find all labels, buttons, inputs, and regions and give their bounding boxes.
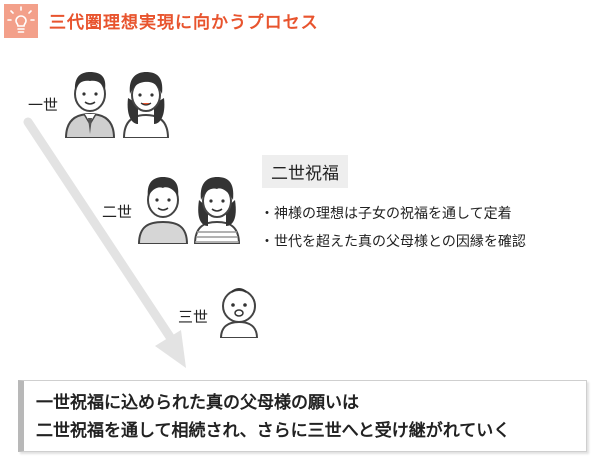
second-generation-daughter-icon bbox=[193, 177, 241, 244]
third-generation-label: 三世 bbox=[178, 308, 209, 326]
blessing-points-list: ・神様の理想は子女の祝福を通して定着 ・世代を超えた真の父母様との因縁を確認 bbox=[260, 200, 526, 256]
summary-line-2: 二世祝福を通して相続され、さらに三世へと受け継がれていく bbox=[36, 421, 511, 441]
page-title: 三代圏理想実現に向かうプロセス bbox=[49, 13, 319, 33]
summary-box: 一世祝福に込められた真の父母様の願いは 二世祝福を通して相続され、さらに三世へと… bbox=[18, 380, 587, 452]
second-generation-blessing-tag: 二世祝福 bbox=[262, 155, 348, 188]
second-generation-label: 二世 bbox=[102, 203, 133, 221]
first-generation-mother-icon bbox=[122, 72, 170, 138]
third-generation-baby-icon bbox=[219, 288, 259, 338]
second-generation-son-icon bbox=[137, 177, 189, 244]
first-generation-father-icon bbox=[64, 72, 116, 138]
first-generation-label: 一世 bbox=[28, 96, 59, 114]
list-item: ・神様の理想は子女の祝福を通して定着 bbox=[260, 206, 512, 222]
summary-line-1: 一世祝福に込められた真の父母様の願いは bbox=[36, 393, 359, 413]
list-item: ・世代を超えた真の父母様との因縁を確認 bbox=[260, 234, 526, 250]
lightbulb-icon bbox=[4, 4, 38, 38]
